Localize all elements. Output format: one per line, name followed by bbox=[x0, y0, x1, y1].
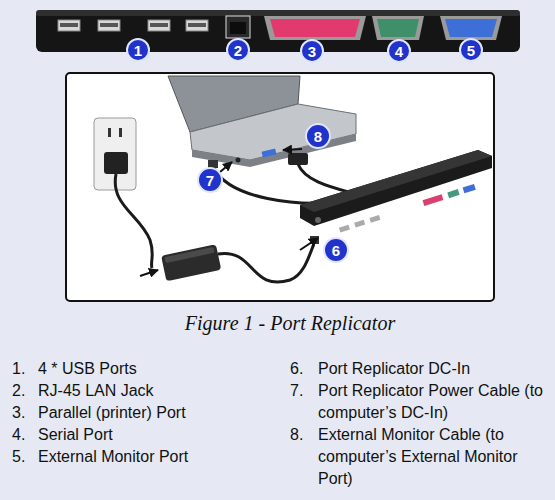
rj45-jack bbox=[226, 16, 250, 38]
outlet-slot bbox=[108, 128, 111, 137]
callout-number: 3 bbox=[300, 39, 324, 63]
callout-number: 2 bbox=[226, 38, 250, 62]
laptop-rear-edge bbox=[192, 134, 356, 167]
list-number: 8. bbox=[290, 424, 316, 446]
callout-disc bbox=[324, 238, 348, 262]
usb-port bbox=[98, 20, 120, 31]
parallel-port bbox=[422, 194, 443, 206]
port-replicator bbox=[300, 150, 492, 226]
usb-port bbox=[369, 215, 380, 223]
body-highlight bbox=[36, 10, 520, 16]
list-number: 2. bbox=[12, 380, 36, 402]
callout-number: 1 bbox=[126, 38, 150, 62]
callout-number: 8 bbox=[305, 123, 331, 149]
list-number: 5. bbox=[12, 446, 36, 468]
vga-connector bbox=[288, 153, 308, 165]
arrow bbox=[140, 270, 158, 276]
list-number: 7. bbox=[290, 380, 316, 402]
callout-number: 5 bbox=[459, 38, 483, 62]
list-item-text: Port Replicator Power Cable (to computer… bbox=[318, 380, 550, 424]
replicator-body bbox=[36, 10, 520, 52]
adapter-highlight bbox=[164, 247, 214, 263]
list-item-text: External Monitor Port bbox=[38, 446, 278, 468]
callout-circle: 4 bbox=[387, 39, 411, 63]
list-item-text: External Monitor Cable (to computer’s Ex… bbox=[318, 424, 550, 490]
outlet-slot bbox=[119, 128, 122, 137]
callout-disc bbox=[460, 39, 482, 61]
ac-cord bbox=[115, 174, 152, 268]
replicator-top bbox=[300, 150, 492, 212]
arrow bbox=[300, 238, 318, 250]
list-item-text: 4 * USB Ports bbox=[38, 358, 278, 380]
usb-port bbox=[148, 20, 170, 31]
list-number: 4. bbox=[12, 424, 36, 446]
list-number: 6. bbox=[290, 358, 316, 380]
rj45-opening bbox=[230, 22, 246, 34]
callout-disc bbox=[127, 39, 149, 61]
vga-port bbox=[463, 184, 476, 193]
figure-caption: Figure 1 - Port Replicator bbox=[40, 312, 540, 335]
usb-tongue bbox=[188, 23, 206, 27]
monitor-cable bbox=[298, 164, 356, 194]
callout-disc bbox=[388, 40, 410, 62]
callout-number: 7 bbox=[197, 167, 223, 193]
list-number: 3. bbox=[12, 402, 36, 424]
list-item-text: RJ-45 LAN Jack bbox=[38, 380, 278, 402]
parallel-shell bbox=[264, 16, 366, 40]
callout-disc bbox=[227, 39, 249, 61]
usb-tongue bbox=[100, 23, 118, 27]
arrow bbox=[220, 162, 232, 172]
usb-tongue bbox=[150, 23, 168, 27]
connection-illustration bbox=[66, 73, 494, 301]
serial-port bbox=[447, 189, 459, 198]
callout-circle: 3 bbox=[300, 39, 324, 63]
dc-cord bbox=[218, 244, 314, 282]
power-adapter bbox=[161, 244, 221, 281]
usb-tongue bbox=[60, 23, 78, 27]
wall-plug bbox=[104, 152, 128, 174]
list-number: 1. bbox=[12, 358, 36, 380]
usb-port bbox=[186, 20, 208, 31]
serial-shell bbox=[372, 16, 424, 40]
serial-port bbox=[377, 19, 419, 37]
adapter-body bbox=[161, 244, 221, 281]
callout-number: 4 bbox=[387, 39, 411, 63]
replicator-dc-in bbox=[315, 217, 321, 223]
callout-number: 6 bbox=[323, 237, 349, 263]
usb-port bbox=[339, 225, 350, 233]
usb-port bbox=[354, 220, 365, 228]
callout-circle: 7 bbox=[197, 167, 223, 193]
laptop-vga-port bbox=[261, 148, 276, 157]
replicator-power-cable bbox=[214, 168, 336, 203]
callout-circle: 2 bbox=[226, 38, 250, 62]
callout-disc bbox=[198, 168, 222, 192]
callout-circle: 8 bbox=[305, 123, 331, 149]
usb-port bbox=[58, 20, 80, 31]
callout-disc bbox=[306, 124, 330, 148]
list-item-text: Port Replicator DC-In bbox=[318, 358, 550, 380]
list-item-text: Parallel (printer) Port bbox=[38, 402, 278, 424]
laptop-base bbox=[190, 104, 356, 160]
replicator-ports bbox=[339, 184, 476, 232]
vga-shell bbox=[440, 16, 502, 40]
dc-plug bbox=[208, 160, 218, 168]
laptop-dc-in bbox=[236, 158, 241, 163]
callout-circle: 5 bbox=[459, 38, 483, 62]
list-item-text: Serial Port bbox=[38, 424, 278, 446]
parallel-port bbox=[270, 19, 360, 37]
callout-circle: 1 bbox=[126, 38, 150, 62]
arrow bbox=[283, 149, 302, 150]
vga-port bbox=[445, 19, 497, 37]
callout-circle: 6 bbox=[323, 237, 349, 263]
replicator-rear-view bbox=[36, 10, 520, 52]
callout-disc bbox=[301, 40, 323, 62]
illustration-frame bbox=[66, 73, 494, 301]
